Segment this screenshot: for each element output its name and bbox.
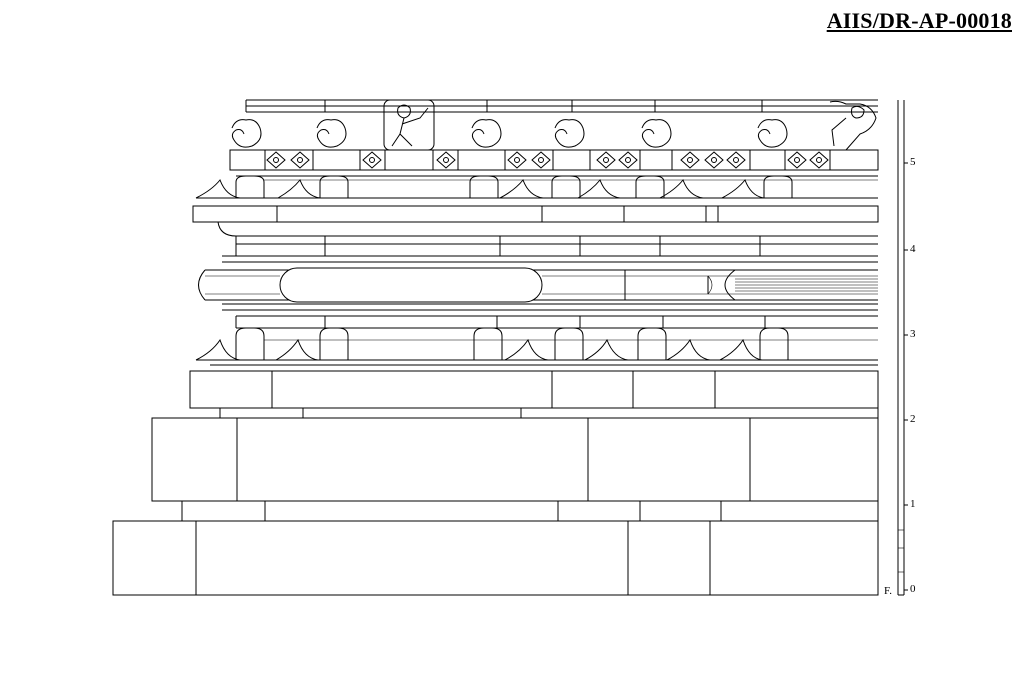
upper-kantha-bands (222, 236, 878, 262)
rosette-motif (267, 152, 828, 168)
plinth-band (182, 501, 878, 521)
scale-tick-label: 4 (910, 243, 916, 255)
floor-level-label: F. (884, 585, 892, 597)
lower-kantha-bands (222, 304, 878, 328)
scale-tick-label: 1 (910, 498, 916, 510)
pattika-course (193, 206, 878, 236)
scale-tick-label: 0 (910, 583, 916, 595)
kumuda-course (199, 268, 879, 302)
upper-padma-course (196, 170, 878, 206)
figure-panel (384, 100, 876, 150)
height-scale (898, 100, 908, 595)
scale-tick-label: 3 (910, 328, 916, 340)
rosette-frieze (230, 150, 878, 170)
jagati-course (190, 371, 878, 408)
lower-padma-course (196, 328, 878, 371)
vyala-frieze (230, 100, 878, 150)
plinth-course-lower (113, 521, 878, 595)
scale-tick-label: 2 (910, 413, 916, 425)
vyala-head-motif (232, 120, 787, 147)
upana-course (152, 418, 878, 501)
upana-band (220, 408, 878, 418)
scale-tick-label: 5 (910, 156, 916, 168)
drawing-reference-id: AIIS/DR-AP-00018 (826, 8, 1012, 33)
